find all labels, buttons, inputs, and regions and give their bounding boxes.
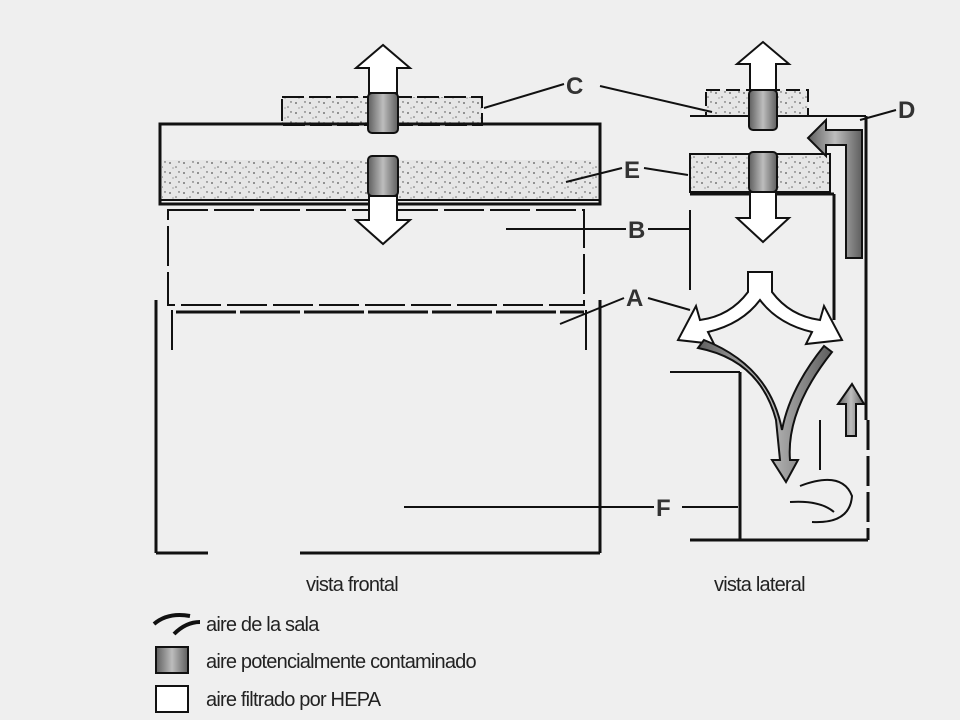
- legend-item-room-air: aire de la sala: [206, 614, 320, 636]
- room-air-symbol: [152, 613, 201, 636]
- contaminated-air-swatch: [155, 646, 189, 674]
- label-e: E: [624, 157, 640, 184]
- label-c: C: [566, 73, 583, 100]
- front-downflow-arrow: [353, 155, 413, 246]
- caption-side-view: vista lateral: [714, 574, 805, 596]
- side-downflow-arrow: [734, 151, 792, 244]
- hepa-air-swatch: [155, 685, 189, 713]
- legend: aire de la sala aire potencialmente cont…: [152, 613, 477, 713]
- side-split-arrow: [676, 271, 844, 346]
- label-d: D: [898, 97, 915, 124]
- side-rear-plenum-arrow: [806, 117, 863, 259]
- legend-item-hepa-air: aire filtrado por HEPA: [206, 689, 382, 711]
- front-exhaust-arrow: [353, 43, 413, 134]
- label-a: A: [626, 285, 643, 312]
- caption-front-view: vista frontal: [306, 574, 398, 596]
- front-view: [154, 43, 602, 555]
- side-view: [670, 40, 870, 542]
- legend-item-contaminated-air: aire potencialmente contaminado: [206, 651, 477, 673]
- side-intake-arrows: [696, 338, 866, 524]
- label-f: F: [656, 495, 671, 522]
- leader-lines: [404, 83, 897, 508]
- side-exhaust-arrow: [734, 40, 792, 131]
- label-b: B: [628, 217, 645, 244]
